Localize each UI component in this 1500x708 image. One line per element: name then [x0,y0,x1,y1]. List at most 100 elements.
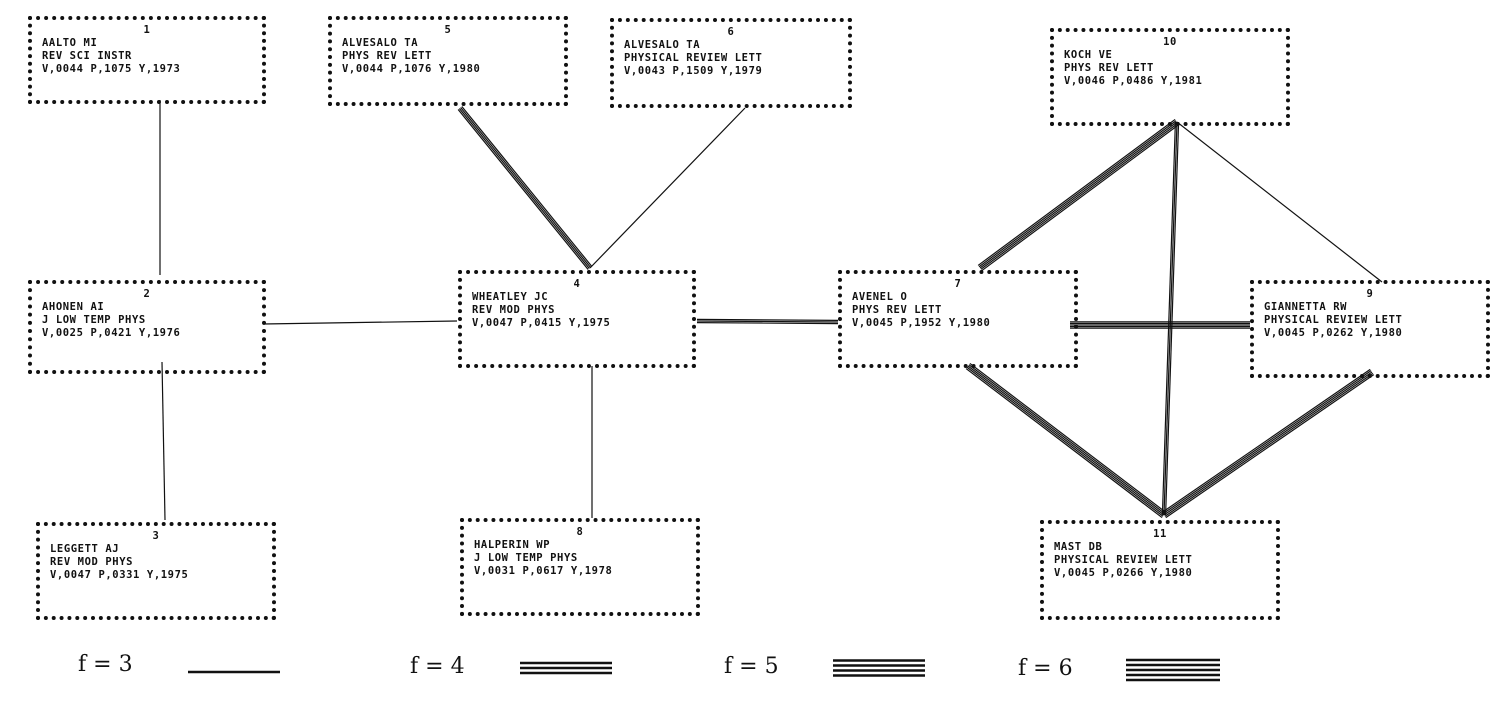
edge-10-11-stroke [1161,121,1177,515]
node-number: 5 [444,24,452,36]
node-author: LEGGETT AJ [50,543,120,555]
node-number: 11 [1153,528,1167,540]
node-author: AHONEN AI [42,301,105,313]
edge-10-11-stroke [1163,121,1178,516]
node-reference: V,0045 P,1952 Y,1980 [852,317,991,329]
node-reference: V,0044 P,1076 Y,1980 [342,63,481,75]
node-journal: PHYS REV LETT [1064,62,1154,74]
edge-4-5 [457,106,593,270]
node-10[interactable]: 10 KOCH VE PHYS REV LETT V,0046 P,0486 Y… [1050,28,1290,126]
node-number: 9 [1366,288,1374,300]
node-reference: V,0043 P,1509 Y,1979 [624,65,763,77]
edge-7-10-stroke [981,124,1180,272]
edge-10-11-stroke [1164,122,1180,516]
edge-2-3-stroke [161,361,166,521]
edge-10-11 [1161,121,1180,516]
node-author: MAST DB [1054,541,1103,553]
legend-sample-3 [833,659,925,677]
edge-4-7-stroke [696,321,838,325]
node-journal: PHYS REV LETT [342,50,432,62]
legend-label-f3: f = 3 [78,652,133,677]
node-journal: PHYSICAL REVIEW LETT [624,52,763,64]
edge-7-11-stroke [968,364,1166,515]
edge-7-11-stroke [966,366,1164,517]
node-journal: PHYSICAL REVIEW LETT [1054,554,1193,566]
node-number: 7 [954,278,962,290]
node-number: 3 [152,530,160,542]
node-reference: V,0045 P,0262 Y,1980 [1264,327,1403,339]
node-number: 4 [573,278,581,290]
node-reference: V,0045 P,0266 Y,1980 [1054,567,1193,579]
node-journal: PHYS REV LETT [852,304,942,316]
edge-2-4 [262,320,458,325]
legend-label-f4: f = 4 [410,654,465,679]
node-author: AVENEL O [852,291,908,303]
edge-9-11-stroke [1161,368,1371,513]
node-author: AALTO MI [42,37,98,49]
node-author: ALVESALO TA [624,39,701,51]
edge-9-11-stroke [1163,371,1373,516]
node-number: 8 [576,526,584,538]
node-journal: REV MOD PHYS [472,304,556,316]
legend-label-f6: f = 6 [1018,656,1073,681]
edge-4-7-stroke [697,318,839,322]
node-reference: V,0047 P,0415 Y,1975 [472,317,611,329]
edge-9-11-stroke [1164,372,1374,517]
node-8[interactable]: 8 HALPERIN WP J LOW TEMP PHYS V,0031 P,0… [460,518,700,616]
node-author: ALVESALO TA [342,37,419,49]
node-4[interactable]: 4 WHEATLEY JC REV MOD PHYS V,0047 P,0415… [458,270,696,368]
node-reference: V,0046 P,0486 Y,1981 [1064,75,1203,87]
edge-7-10-stroke [977,118,1176,266]
node-9[interactable]: 9 GIANNETTA RW PHYSICAL REVIEW LETT V,00… [1250,280,1490,378]
edge-4-5-stroke [457,109,589,270]
node-1[interactable]: 1 AALTO MI REV SCI INSTR V,0044 P,1075 Y… [28,16,266,104]
node-number: 1 [143,24,151,36]
edge-10-9-stroke [1176,121,1383,283]
node-journal: REV MOD PHYS [50,556,134,568]
edge-7-9 [1070,321,1250,329]
node-number: 10 [1163,36,1177,48]
edge-7-11-stroke [967,365,1165,516]
node-author: WHEATLEY JC [472,291,549,303]
edge-7-10-stroke [980,122,1179,270]
node-7[interactable]: 7 AVENEL O PHYS REV LETT V,0045 P,1952 Y… [838,270,1078,368]
node-reference: V,0044 P,1075 Y,1973 [42,63,181,75]
edge-9-11-stroke [1162,370,1372,515]
node-2[interactable]: 2 AHONEN AI J LOW TEMP PHYS V,0025 P,042… [28,280,266,374]
node-journal: J LOW TEMP PHYS [474,552,578,564]
node-author: GIANNETTA RW [1264,301,1348,313]
edge-4-5-stroke [458,108,590,269]
edge-4-7-stroke [696,320,839,323]
edge-4-5-stroke [460,107,592,268]
node-journal: J LOW TEMP PHYS [42,314,146,326]
edge-2-4-stroke [262,320,458,325]
legend-sample-4 [1126,658,1220,682]
node-reference: V,0025 P,0421 Y,1976 [42,327,181,339]
node-number: 2 [143,288,151,300]
edge-7-11 [965,362,1167,519]
node-author: HALPERIN WP [474,539,551,551]
edge-4-5-stroke [461,106,593,267]
edge-7-11-stroke [965,368,1163,519]
edge-7-10-stroke [979,121,1178,269]
edge-2-3 [161,361,166,521]
node-journal: REV SCI INSTR [42,50,132,62]
node-3[interactable]: 3 LEGGETT AJ REV MOD PHYS V,0047 P,0331 … [36,522,276,620]
edge-7-10-stroke [978,120,1177,268]
node-11[interactable]: 11 MAST DB PHYSICAL REVIEW LETT V,0045 P… [1040,520,1280,620]
edge-9-11 [1161,368,1375,519]
node-journal: PHYSICAL REVIEW LETT [1264,314,1403,326]
edge-7-10 [977,118,1180,272]
edge-4-7 [696,318,839,325]
node-reference: V,0047 P,0331 Y,1975 [50,569,189,581]
edge-9-11-stroke [1165,374,1375,519]
edge-4-6-stroke [589,107,746,269]
node-author: KOCH VE [1064,49,1113,61]
edge-4-6 [589,107,746,269]
legend-sample-2 [520,661,612,675]
edge-10-9 [1176,121,1383,283]
node-6[interactable]: 6 ALVESALO TA PHYSICAL REVIEW LETT V,004… [610,18,852,108]
node-5[interactable]: 5 ALVESALO TA PHYS REV LETT V,0044 P,107… [328,16,568,106]
legend-label-f5: f = 5 [724,654,779,679]
